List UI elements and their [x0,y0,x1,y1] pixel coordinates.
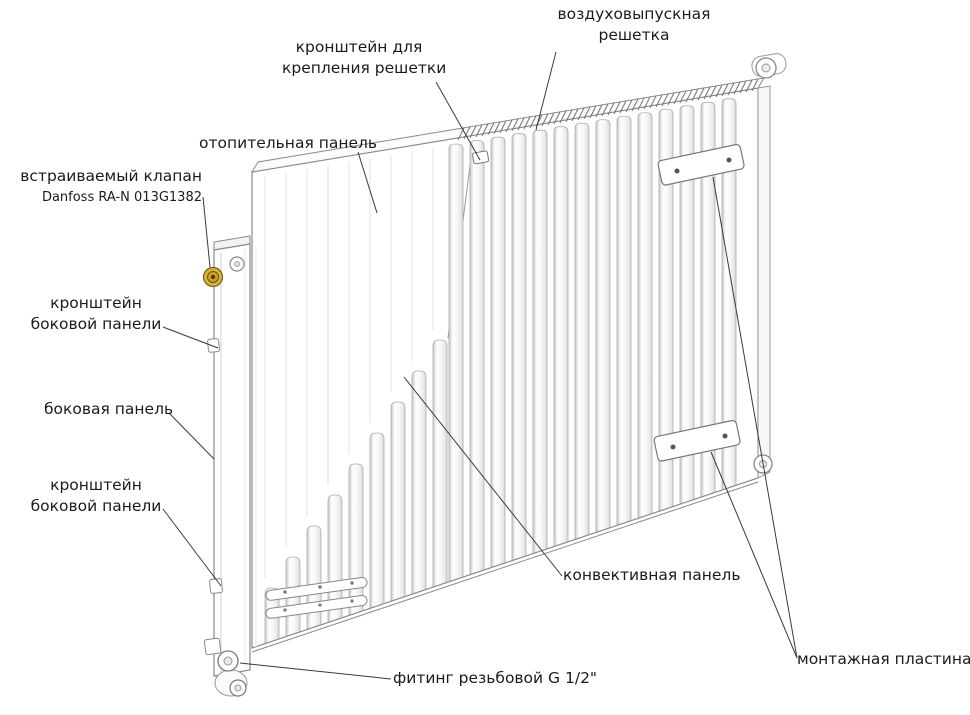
label-air-grille: воздуховыпускная решетка [552,4,716,46]
air-grille [457,78,759,141]
radiator-body [202,53,787,697]
leader-fitting [239,662,392,680]
bottom-rim [251,481,759,653]
leader-side-panel [168,412,215,460]
top-right-plug-center [761,63,771,73]
leader-mounting-plate-top [712,176,798,659]
label-air-grille-line1: воздуховыпускная [557,5,711,23]
side-panel-plug-center [234,261,240,267]
leader-convective-panel [403,376,563,577]
leader-lines [162,51,798,680]
leader-mounting-plate-bottom [710,451,798,659]
label-side-bracket-top: кронштейн боковой панели [30,294,162,333]
builtin-valve [202,266,224,288]
label-side-panel: боковая панель [44,400,174,418]
label-side-bracket-bottom: кронштейн боковой панели [30,476,162,515]
label-grille-bracket-line2: крепления решетки [282,59,447,77]
label-grille-bracket: кронштейн для крепления решетки [282,37,447,79]
heating-panel-surface [264,147,434,578]
label-heating-panel: отопительная панель [199,134,378,152]
leader-heating-panel [357,151,378,214]
label-valve-line1: встраиваемый клапан [20,167,202,185]
leader-side-bracket-top [162,326,219,349]
label-builtin-valve: встраиваемый клапан Danfoss RA-N 013G138… [20,166,202,208]
grille-bracket [472,150,490,165]
mounting-plate-bottom [653,419,741,462]
side-panel [213,235,257,677]
label-threaded-fitting: фитинг резьбовой G 1/2" [393,669,598,687]
mounting-plate-top [657,143,745,186]
leader-air-grille [535,51,557,131]
label-mounting-plate: монтажная пластина [797,650,970,668]
label-grille-bracket-line1: кронштейн для [295,38,423,56]
label-air-grille-line2: решетка [598,26,670,44]
convector-fins [448,98,737,586]
right-end-strip [757,85,771,479]
bottom-support-rails [265,577,368,619]
side-panel-bracket-top [207,338,220,353]
leader-side-bracket-bottom [162,508,222,587]
leader-grille-bracket [435,81,481,161]
bottom-fittings [203,637,248,697]
leader-valve [202,196,211,268]
label-convective-panel: конвективная панель [563,566,741,584]
label-valve-line2: Danfoss RA-N 013G1382 [41,190,202,205]
